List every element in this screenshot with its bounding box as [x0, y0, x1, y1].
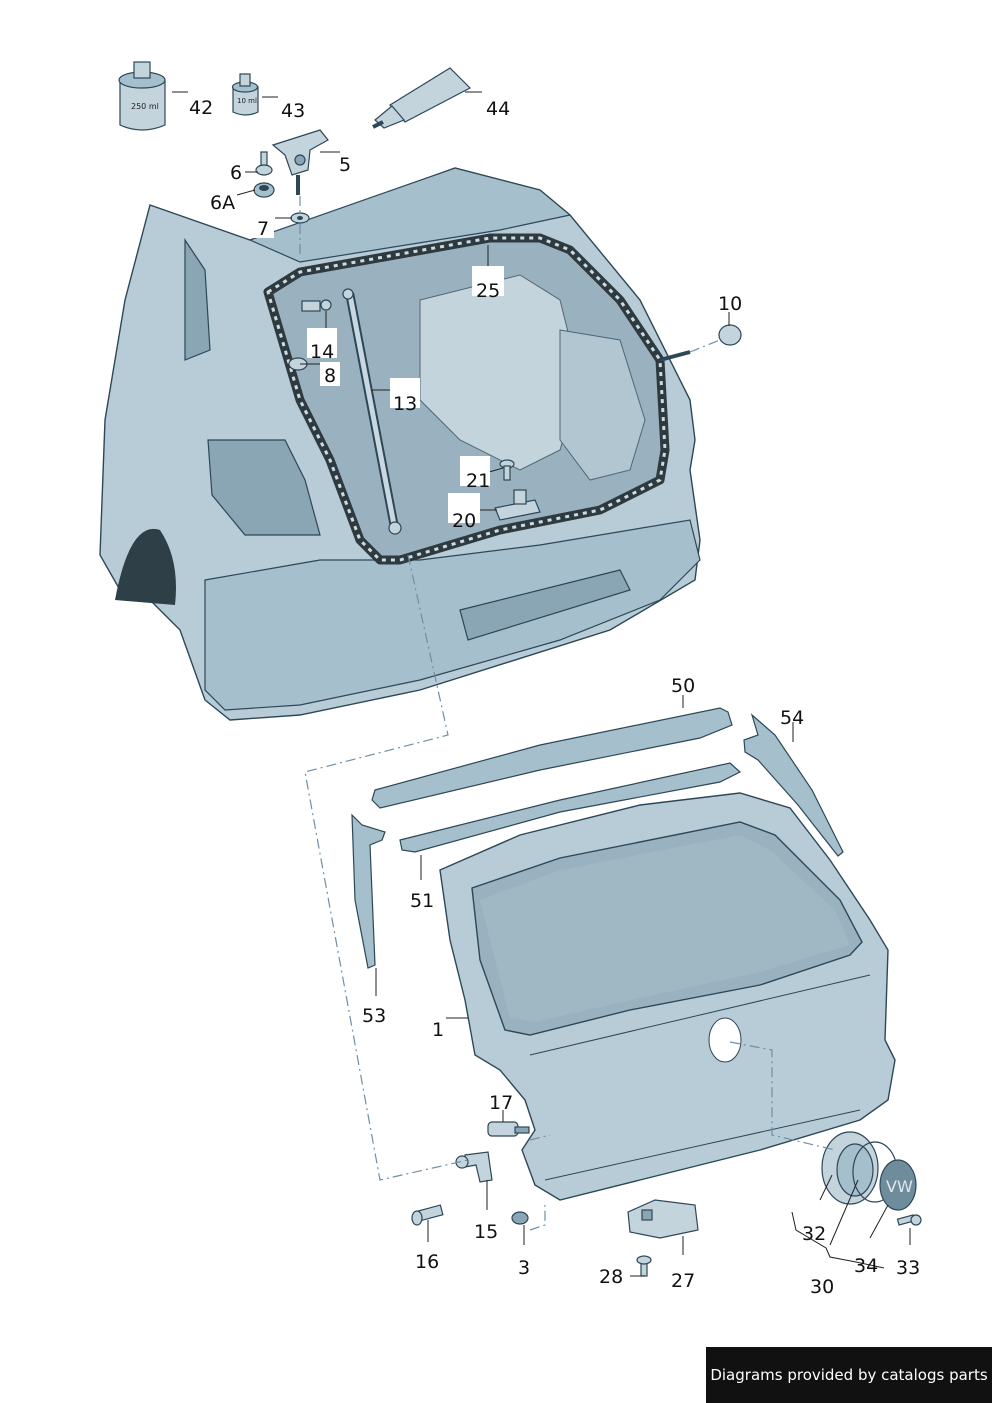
label-6a: 6A	[210, 192, 235, 214]
lock-27-icon	[627, 1199, 699, 1239]
label-7: 7	[257, 218, 269, 240]
vw-emblem-icon: VW	[879, 1159, 917, 1211]
hinge-5-icon	[271, 129, 329, 195]
label-10: 10	[718, 293, 742, 315]
bolt-16-icon	[411, 1204, 444, 1226]
label-1: 1	[432, 1019, 444, 1041]
label-28: 28	[599, 1266, 623, 1288]
side-trim-53	[351, 813, 386, 969]
can-250ml-label: 250 ml	[131, 102, 159, 111]
washer-7-icon	[290, 212, 310, 224]
label-25: 25	[476, 280, 500, 302]
credit-banner[interactable]: Diagrams provided by catalogs parts	[706, 1347, 992, 1403]
label-53: 53	[362, 1005, 386, 1027]
label-6: 6	[230, 162, 242, 184]
label-30: 30	[810, 1276, 834, 1298]
can-10ml-label: 10 ml	[237, 97, 257, 105]
buffer-17-icon	[487, 1121, 530, 1137]
bolt-33-icon	[896, 1214, 922, 1226]
logo-text: VW	[886, 1177, 913, 1196]
label-17: 17	[489, 1092, 513, 1114]
cap-10-icon	[718, 324, 742, 346]
bolt-6-icon	[255, 151, 273, 176]
label-50: 50	[671, 675, 695, 697]
label-14: 14	[310, 341, 334, 363]
label-54: 54	[780, 707, 804, 729]
trim-strip-51	[399, 762, 742, 853]
side-trim-54	[743, 713, 844, 857]
car-body	[99, 167, 726, 721]
label-42: 42	[189, 97, 213, 119]
can-250ml-icon: 250 ml	[118, 61, 166, 131]
screw-28-icon	[636, 1255, 652, 1277]
grommet-6a-icon	[253, 182, 275, 198]
label-27: 27	[671, 1270, 695, 1292]
label-16: 16	[415, 1251, 439, 1273]
emblem-housing-32-icon	[821, 1131, 879, 1205]
grease-tube-icon	[372, 67, 472, 129]
label-20: 20	[452, 510, 476, 532]
label-15: 15	[474, 1221, 498, 1243]
cap-3-icon	[511, 1211, 529, 1225]
label-5: 5	[339, 154, 351, 176]
hinge-bracket-15-icon	[455, 1151, 493, 1183]
label-34: 34	[854, 1255, 878, 1277]
label-8: 8	[324, 365, 336, 387]
tailgate-1	[439, 792, 896, 1201]
label-3: 3	[518, 1257, 530, 1279]
label-33: 33	[896, 1257, 920, 1279]
striker-20-icon	[494, 489, 541, 521]
label-43: 43	[281, 100, 305, 122]
screw-21-icon	[499, 459, 515, 481]
part-labels: 42 43 44 5 6 6A 7 25 10 14 8 13 21 20 50…	[189, 97, 920, 1298]
spoiler-50	[371, 707, 733, 809]
label-32: 32	[802, 1223, 826, 1245]
can-10ml-icon: 10 ml	[231, 73, 259, 116]
credit-text: Diagrams provided by catalogs parts	[710, 1366, 988, 1384]
bolt-14-icon	[301, 299, 332, 312]
label-51: 51	[410, 890, 434, 912]
label-44: 44	[486, 98, 510, 120]
label-21: 21	[466, 470, 490, 492]
label-13: 13	[393, 393, 417, 415]
